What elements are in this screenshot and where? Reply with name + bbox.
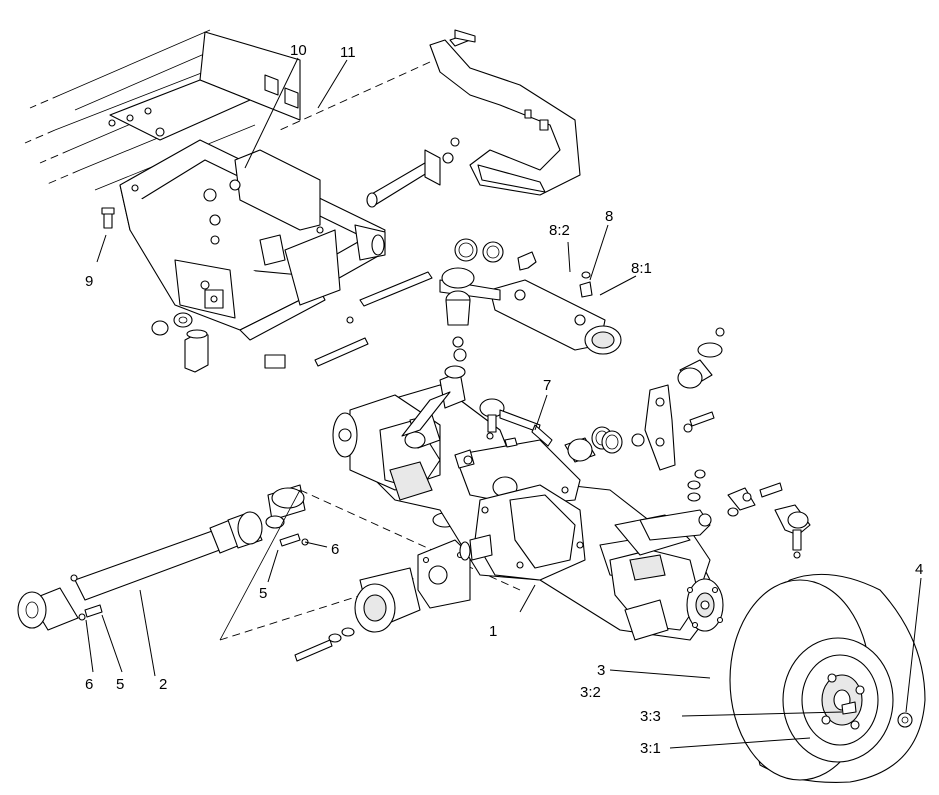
callout-8-1: 8:1 — [631, 260, 652, 277]
callout-6-right: 6 — [331, 541, 339, 558]
ball-joint — [677, 327, 725, 389]
cylinder-anchor-bracket — [631, 384, 715, 471]
tie-rod-end — [479, 398, 553, 448]
callout-10: 10 — [290, 42, 307, 59]
callout-9: 9 — [85, 273, 93, 290]
callout-3-1: 3:1 — [640, 740, 661, 757]
drive-shaft — [17, 484, 309, 631]
callout-7: 7 — [543, 377, 551, 394]
callout-4: 4 — [915, 561, 923, 578]
callout-1: 1 — [489, 623, 497, 640]
callout-11: 11 — [340, 44, 356, 61]
axle-assembly — [332, 384, 724, 641]
axle-frame-weldment — [119, 139, 433, 369]
lug-nut — [897, 712, 913, 728]
callout-6-left: 6 — [85, 676, 93, 693]
callout-8: 8 — [605, 208, 613, 225]
steering-cylinder — [439, 238, 622, 355]
callout-3-3: 3:3 — [640, 708, 661, 725]
axle-mount-bracket — [279, 29, 581, 196]
seal-rings — [564, 426, 623, 463]
frame-nuts-and-spacer — [151, 312, 209, 373]
leader-lines — [85, 57, 922, 749]
callout-3: 3 — [597, 662, 605, 679]
hydraulic-motor — [219, 489, 521, 662]
callout-5-left: 5 — [116, 676, 124, 693]
steering-arm-left — [401, 336, 467, 437]
callout-2: 2 — [159, 676, 167, 693]
pivot-pin — [366, 137, 460, 208]
steering-arm-right — [639, 469, 811, 559]
wheel-and-tire — [729, 573, 926, 783]
callout-5-right: 5 — [259, 585, 267, 602]
callout-labels: 1 2 3 3:2 3:3 3:1 4 5 5 6 6 7 8 8:2 8:1 … — [85, 42, 923, 757]
frame-rails — [24, 29, 301, 191]
frame-bolt — [101, 207, 115, 229]
callout-3-2: 3:2 — [580, 684, 601, 701]
callout-8-2: 8:2 — [549, 222, 570, 239]
